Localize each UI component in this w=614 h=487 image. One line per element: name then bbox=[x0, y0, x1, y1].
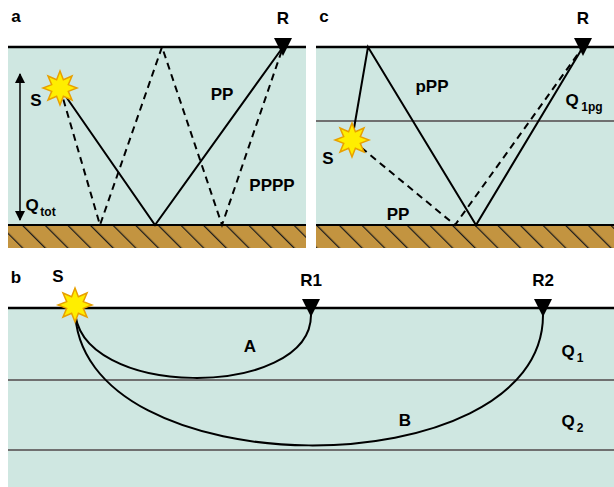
surface-line bbox=[316, 46, 614, 49]
receiver-symbol bbox=[574, 38, 592, 56]
receiver-symbol bbox=[274, 38, 292, 56]
quality-subscript: 2 bbox=[577, 422, 584, 434]
quality-subscript: tot bbox=[40, 206, 55, 218]
ray-label: B bbox=[399, 412, 411, 429]
receiver-label: R bbox=[277, 10, 289, 27]
ray-ppp bbox=[352, 47, 583, 225]
ray-a bbox=[75, 308, 311, 378]
receiver-label: R1 bbox=[300, 272, 322, 289]
layer-boundary bbox=[8, 379, 614, 381]
receiver-symbol bbox=[534, 299, 552, 317]
thickness-arrow bbox=[19, 74, 21, 220]
ray-pp bbox=[352, 47, 583, 225]
ray-pp bbox=[60, 47, 283, 225]
source-star bbox=[58, 288, 92, 322]
ray-label: pPP bbox=[415, 78, 448, 95]
ray-b bbox=[75, 308, 543, 445]
panel-letter: c bbox=[319, 8, 328, 25]
layer-boundary bbox=[316, 120, 614, 122]
water bbox=[316, 47, 614, 225]
quality-factor: Q bbox=[561, 413, 574, 430]
seafloor bbox=[316, 225, 614, 248]
receiver-label: R bbox=[577, 10, 589, 27]
ray-label: PPPP bbox=[249, 177, 294, 194]
source-label: S bbox=[322, 150, 333, 167]
quality-subscript: 1pg bbox=[581, 101, 602, 113]
quality-factor: Q bbox=[561, 343, 574, 360]
quality-subscript: 1 bbox=[577, 352, 584, 364]
panel-letter: b bbox=[11, 269, 21, 286]
ray-label: PP bbox=[211, 86, 234, 103]
quality-factor: Q bbox=[25, 197, 38, 214]
source-label: S bbox=[30, 92, 41, 109]
surface-line bbox=[8, 46, 306, 49]
ray-label: A bbox=[244, 338, 256, 355]
receiver-label: R2 bbox=[532, 272, 554, 289]
seafloor bbox=[8, 225, 306, 248]
ray-pppp bbox=[60, 47, 283, 225]
source-star bbox=[335, 123, 369, 157]
source-star bbox=[43, 71, 77, 105]
water bbox=[8, 308, 614, 487]
quality-factor: Q bbox=[565, 92, 578, 109]
water bbox=[8, 47, 306, 225]
seafloor-line bbox=[316, 224, 614, 226]
source-label: S bbox=[52, 268, 63, 285]
receiver-symbol bbox=[302, 299, 320, 317]
ray-label: PP bbox=[387, 206, 410, 223]
seafloor-line bbox=[8, 224, 306, 226]
layer-boundary bbox=[8, 449, 614, 451]
panel-letter: a bbox=[11, 8, 20, 25]
